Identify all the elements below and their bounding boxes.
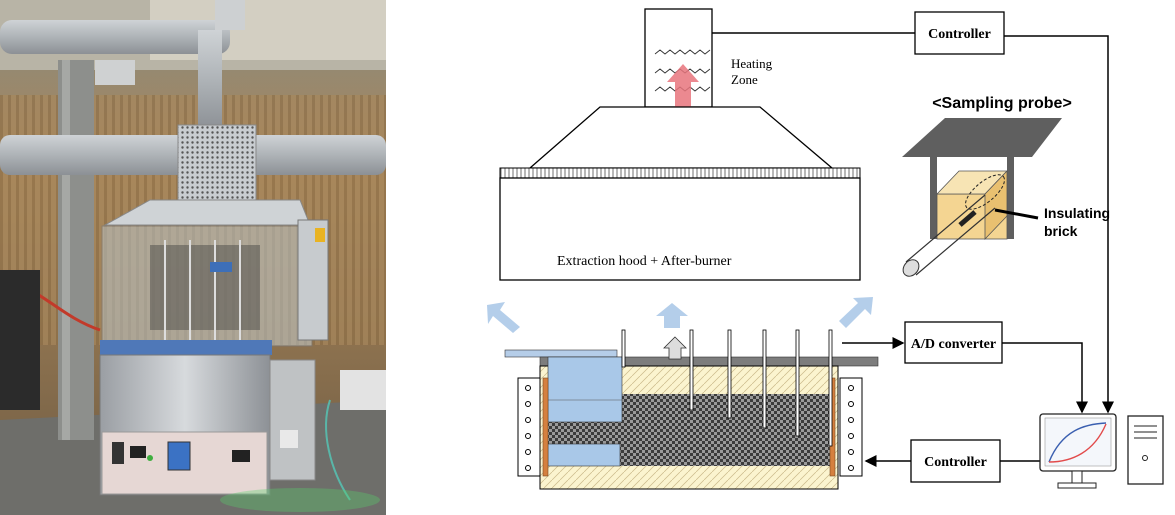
extraction-hood <box>499 106 861 281</box>
ad-to-computer-line <box>1002 342 1088 414</box>
controller-top-label: Controller <box>928 27 991 42</box>
controller-bottom-label: Controller <box>924 455 987 470</box>
controller-top-box <box>914 11 1005 55</box>
sampling-probe-illustration <box>902 118 1062 277</box>
exhaust-arrow-right <box>839 297 873 328</box>
heating-zone-label: Heating Zone <box>731 56 775 87</box>
sampling-probe-title: <Sampling probe> <box>932 95 1072 112</box>
exhaust-arrow-left <box>487 302 520 333</box>
computer-tower-icon <box>1127 415 1164 485</box>
insulating-pointer <box>994 208 1039 220</box>
extraction-hood-label: Extraction hood + After-burner <box>557 254 732 269</box>
heat-rise-arrow <box>667 64 699 118</box>
insulating-brick-label: Insulating brick <box>1044 205 1114 239</box>
ad-converter-label: A/D converter <box>911 337 996 352</box>
exhaust-arrow-center <box>656 303 688 328</box>
controller-to-computer-line <box>1004 35 1114 414</box>
computer-monitor-icon <box>1039 413 1117 489</box>
apparatus-photo <box>0 0 386 515</box>
controller-bottom-box <box>910 439 1001 483</box>
test-bed <box>504 329 879 490</box>
